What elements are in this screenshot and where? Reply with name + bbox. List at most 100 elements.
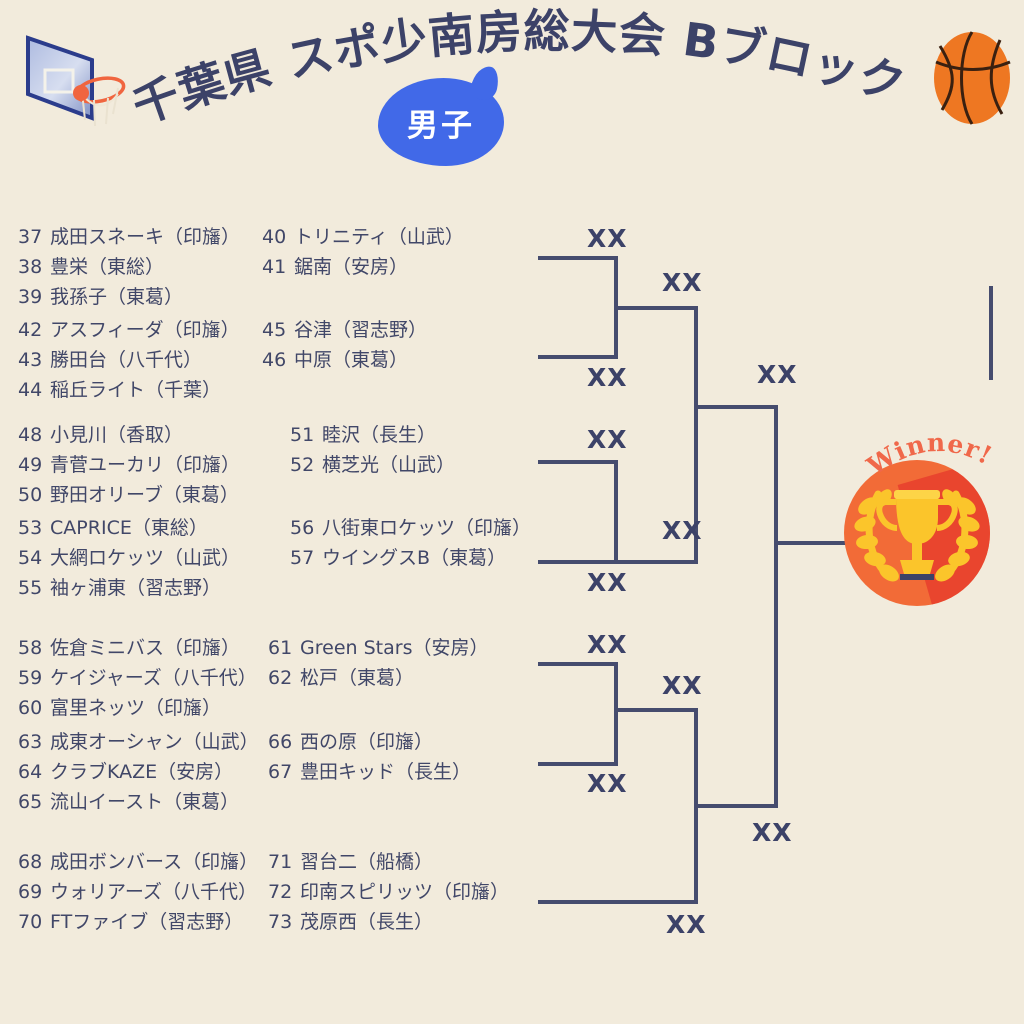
team-name: Green Stars（安房）: [294, 637, 489, 659]
team-row: 60 富里ネッツ（印旛）: [0, 693, 540, 723]
team-name: 西の原（印旛）: [294, 731, 434, 753]
team-number: 56: [290, 517, 315, 539]
team-entry: 46 中原（東葛）: [262, 345, 408, 375]
team-entry: 50 野田オリーブ（東葛）: [18, 480, 239, 510]
team-group: 68 成田ボンバース（印旛）71 習台二（船橋）69 ウォリアーズ（八千代）72…: [0, 847, 540, 937]
team-group: 58 佐倉ミニバス（印旛） 61 Green Stars（安房） 59 ケイジャーズ…: [0, 633, 540, 723]
team-entry: 42 アスフィーダ（印旛）: [18, 315, 240, 345]
bracket-slot-r2-m2[interactable]: XX: [662, 516, 703, 545]
team-number: 54: [18, 547, 43, 569]
team-number: 65: [18, 791, 43, 813]
team-number: 71: [268, 851, 293, 873]
team-entry: 52 横芝光（山武）: [290, 450, 455, 480]
trophy-laurel-icon: [854, 489, 980, 582]
team-entry: 39 我孫子（東葛）: [18, 282, 183, 312]
team-number: 43: [18, 349, 43, 371]
team-entry: 72 印南スピリッツ（印旛）: [268, 877, 509, 907]
team-name: 富里ネッツ（印旛）: [44, 697, 222, 719]
bracket-slot-r2-m3[interactable]: XX: [662, 671, 703, 700]
team-row: 64 クラブKAZE（安房）67 豊田キッド（長生）: [0, 757, 540, 787]
team-entry: 56 八街東ロケッツ（印旛）: [290, 513, 531, 543]
team-group: 63 成東オーシャン（山武）66 西の原（印旛）64 クラブKAZE（安房）67…: [0, 727, 540, 817]
team-name: 八街東ロケッツ（印旛）: [316, 517, 532, 539]
team-number: 63: [18, 731, 43, 753]
team-name: 横芝光（山武）: [316, 454, 456, 476]
team-number: 51: [290, 424, 315, 446]
team-name: 成田スネーキ（印旛）: [44, 226, 241, 248]
team-group: 37 成田スネーキ（印旛）40 トリニティ（山武）38 豊栄（東総）41 鋸南（…: [0, 222, 540, 312]
bracket-slot-r2-m1[interactable]: XX: [662, 268, 703, 297]
team-name: アスフィーダ（印旛）: [44, 319, 240, 341]
team-number: 53: [18, 517, 43, 539]
team-entry: 49 青菅ユーカリ（印旛）: [18, 450, 240, 480]
team-name: 佐倉ミニバス（印旛）: [44, 637, 241, 659]
bracket-slot-r1-m7[interactable]: XX: [666, 910, 707, 939]
team-number: 50: [18, 484, 43, 506]
team-number: 57: [290, 547, 315, 569]
team-number: 39: [18, 286, 43, 308]
team-number: 60: [18, 697, 43, 719]
team-entry: 62 松戸（東葛）: [268, 663, 414, 693]
team-number: 70: [18, 911, 43, 933]
team-name: ケイジャーズ（八千代）: [44, 667, 257, 689]
team-name: 小見川（香取）: [44, 424, 184, 446]
team-entry: 70 FTファイブ（習志野）: [18, 907, 243, 937]
basketball-icon: [934, 31, 1011, 125]
category-badge: 男子: [378, 63, 504, 166]
team-row: 37 成田スネーキ（印旛）40 トリニティ（山武）: [0, 222, 540, 252]
team-entry: 60 富里ネッツ（印旛）: [18, 693, 221, 723]
team-number: 64: [18, 761, 43, 783]
team-entry: 43 勝田台（八千代）: [18, 345, 202, 375]
team-entry: 38 豊栄（東総）: [18, 252, 164, 282]
team-entry: 53 CAPRICE（東総）: [18, 513, 208, 543]
team-row: 43 勝田台（八千代） 46 中原（東葛）: [0, 345, 540, 375]
team-group: 48 小見川（香取）51 睦沢（長生）49 青菅ユーカリ（印旛）52 横芝光（山…: [0, 420, 540, 510]
team-name: 我孫子（東葛）: [44, 286, 184, 308]
bracket-slot-r1-m3[interactable]: XX: [587, 425, 628, 454]
team-name: 習台二（船橋）: [294, 851, 434, 873]
team-name: 大網ロケッツ（山武）: [44, 547, 241, 569]
team-entry: 59 ケイジャーズ（八千代）: [18, 663, 257, 693]
bracket-slot-r3-final[interactable]: XX: [757, 360, 798, 389]
team-name: ウォリアーズ（八千代）: [44, 881, 257, 903]
team-number: 62: [268, 667, 293, 689]
team-number: 73: [268, 911, 293, 933]
team-row: 69 ウォリアーズ（八千代）72 印南スピリッツ（印旛）: [0, 877, 540, 907]
team-entry: 61 Green Stars（安房）: [268, 633, 488, 663]
team-number: 41: [262, 256, 287, 278]
team-row: 38 豊栄（東総）41 鋸南（安房）: [0, 252, 540, 282]
team-row: 49 青菅ユーカリ（印旛） 52 横芝光（山武）: [0, 450, 540, 480]
team-row: 42 アスフィーダ（印旛）45 谷津（習志野）: [0, 315, 540, 345]
bracket-slot-r1-m5[interactable]: XX: [587, 630, 628, 659]
team-name: トリニティ（山武）: [288, 226, 464, 248]
team-name: 流山イースト（東葛）: [44, 791, 240, 813]
bracket-slot-r1-m2[interactable]: XX: [587, 363, 628, 392]
team-entry: 44 稲丘ライト（千葉）: [18, 375, 221, 405]
winner-badge: Winner!: [838, 418, 1024, 606]
team-row: 44 稲丘ライト（千葉）: [0, 375, 540, 405]
bracket-slot-r1-m6[interactable]: XX: [587, 769, 628, 798]
bracket-slot-r1-m4[interactable]: XX: [587, 568, 628, 597]
team-number: 42: [18, 319, 43, 341]
team-entry: 54 大網ロケッツ（山武）: [18, 543, 240, 573]
team-name: 勝田台（八千代）: [44, 349, 203, 371]
category-badge-label: 男子: [407, 107, 475, 144]
team-number: 55: [18, 577, 43, 599]
team-name: 睦沢（長生）: [316, 424, 437, 446]
bracket-slot-r1-m1[interactable]: XX: [587, 224, 628, 253]
team-number: 38: [18, 256, 43, 278]
bracket-slot-r2-m4[interactable]: XX: [752, 818, 793, 847]
team-name: 成東オーシャン（山武）: [44, 731, 259, 753]
team-name: 青菅ユーカリ（印旛）: [44, 454, 241, 476]
team-entry: 71 習台二（船橋）: [268, 847, 433, 877]
team-entry: 58 佐倉ミニバス（印旛）: [18, 633, 240, 663]
team-number: 49: [18, 454, 43, 476]
team-entry: 64 クラブKAZE（安房）: [18, 757, 233, 787]
team-entry: 51 睦沢（長生）: [290, 420, 436, 450]
team-entry: 65 流山イースト（東葛）: [18, 787, 239, 817]
team-entry: 40 トリニティ（山武）: [262, 222, 464, 252]
team-row: 54 大網ロケッツ（山武）57 ウイングスB（東葛）: [0, 543, 540, 573]
team-entry: 73 茂原西（長生）: [268, 907, 433, 937]
